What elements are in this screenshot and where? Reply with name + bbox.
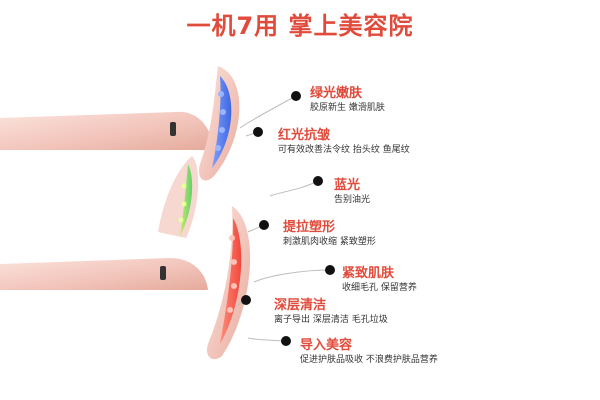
headline: 一机7用 掌上美容院 <box>186 12 414 40</box>
device-red <box>0 206 251 360</box>
feature-desc: 收细毛孔 保留营养 <box>342 283 417 293</box>
feature-title: 绿光嫩肤 <box>310 86 363 101</box>
marker-dot-3 <box>313 176 323 186</box>
red-led <box>227 307 233 313</box>
feature-desc: 可有效改善法令纹 抬头纹 鱼尾纹 <box>278 145 410 155</box>
feature-desc: 离子导出 深层清洁 毛孔垃圾 <box>274 315 388 325</box>
marker-dot-6 <box>241 295 251 305</box>
feature-title: 导入美容 <box>300 338 353 353</box>
marker-dot-5 <box>325 265 335 275</box>
blue-led <box>218 91 224 97</box>
device-band <box>160 266 166 280</box>
green-led <box>181 183 187 189</box>
green-led <box>178 217 184 223</box>
marker-dot-7 <box>281 336 291 346</box>
marker-dot-4 <box>259 220 269 230</box>
marker-dot-1 <box>291 91 301 101</box>
feature-title: 蓝光 <box>334 178 361 193</box>
marker-dots <box>241 91 335 346</box>
feature-title: 紧致肌肤 <box>342 266 395 281</box>
green-led <box>181 201 187 207</box>
feature-desc: 胶原新生 嫩滑肌肤 <box>310 103 385 113</box>
blue-led <box>215 145 221 151</box>
red-led <box>229 235 235 241</box>
blue-led <box>220 109 226 115</box>
red-led <box>231 259 237 265</box>
red-led <box>231 283 237 289</box>
feature-title: 深层清洁 <box>274 298 327 313</box>
feature-desc: 告别油光 <box>334 195 371 205</box>
blue-led <box>219 127 225 133</box>
feature-desc: 刺激肌肉收缩 紧致塑形 <box>283 237 376 247</box>
marker-dot-2 <box>253 127 263 137</box>
feature-desc: 促进护肤品吸收 不浪费护肤品营养 <box>300 355 438 365</box>
device-blue <box>0 66 240 181</box>
device-green <box>158 156 199 238</box>
device-band <box>170 122 176 136</box>
feature-title: 提拉塑形 <box>283 220 336 235</box>
feature-title: 红光抗皱 <box>278 128 331 143</box>
